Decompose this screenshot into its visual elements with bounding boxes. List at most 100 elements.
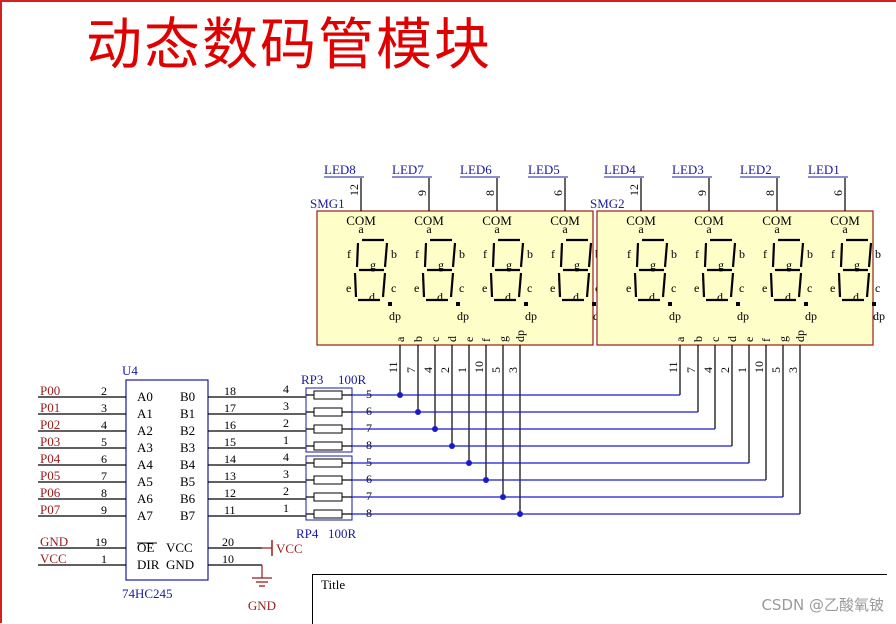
seg-label-a: a xyxy=(774,222,780,236)
led-net-label: LED6 xyxy=(460,162,492,177)
com-pin-number: 9 xyxy=(415,190,429,196)
com-pin-number: 12 xyxy=(627,184,641,196)
seg-label-c: c xyxy=(875,281,880,295)
seg-label-b: b xyxy=(739,247,745,261)
title-block: Title xyxy=(312,574,887,624)
seg-label-d: d xyxy=(369,290,375,304)
right-pin-name: B4 xyxy=(180,457,196,472)
ctrl-right-number: 10 xyxy=(222,552,234,566)
segment-c xyxy=(661,272,667,298)
segment-c xyxy=(381,272,387,298)
resistor-pack-1 xyxy=(305,387,353,453)
seg-label-e: e xyxy=(830,281,835,295)
seg-label-b: b xyxy=(459,247,465,261)
rp-right-pin: 7 xyxy=(366,421,372,435)
seg-label-f: f xyxy=(763,247,767,261)
segment-f xyxy=(355,242,360,268)
seg-label-g: g xyxy=(786,258,792,272)
left-net-label: P05 xyxy=(40,468,60,483)
seg-label-a: a xyxy=(494,222,500,236)
junction-dot xyxy=(466,460,472,466)
com-label: COM xyxy=(482,213,512,228)
left-pin-number: 6 xyxy=(101,452,107,466)
left-net-label: P01 xyxy=(40,400,60,415)
rp4-ref: RP4 xyxy=(296,526,319,541)
segment-pin-number: 4 xyxy=(701,367,715,373)
seg-label-dp: dp xyxy=(525,309,537,323)
seg-label-dp: dp xyxy=(737,309,749,323)
left-pin-number: 2 xyxy=(101,384,107,398)
seg-label-dp: dp xyxy=(873,309,885,323)
resistor-element xyxy=(313,407,343,417)
seg-label-e: e xyxy=(626,281,631,295)
segment-pin-number: 7 xyxy=(404,367,418,373)
segment-pin-name: dp xyxy=(513,330,527,342)
rp-left-pin: 3 xyxy=(283,467,289,481)
left-net-label: P02 xyxy=(40,417,60,432)
led-net-label: LED1 xyxy=(808,162,840,177)
segment-pin-number: 2 xyxy=(438,367,452,373)
segment-pin-number: 2 xyxy=(718,367,732,373)
seg-label-g: g xyxy=(650,258,656,272)
com-label: COM xyxy=(694,213,724,228)
display-module-2 xyxy=(596,210,874,346)
junction-dot xyxy=(432,426,438,432)
junction-dot xyxy=(397,392,403,398)
left-pin-number: 7 xyxy=(101,469,107,483)
segment-pin-name: f xyxy=(759,338,773,342)
segment-pin-name: a xyxy=(673,336,687,342)
rp4-value: 100R xyxy=(328,526,357,541)
left-pin-name: A6 xyxy=(137,491,153,506)
ctrl-right-name: VCC xyxy=(166,540,193,555)
rp-left-pin: 2 xyxy=(283,416,289,430)
segment-pin-name: b xyxy=(691,336,705,342)
rp-right-pin: 5 xyxy=(366,455,372,469)
segment-pin-number: 11 xyxy=(666,361,680,373)
seg-label-f: f xyxy=(831,247,835,261)
segment-pin-number: 5 xyxy=(769,367,783,373)
segment-pin-name: c xyxy=(428,337,442,342)
seg-label-e: e xyxy=(482,281,487,295)
right-pin-number: 17 xyxy=(224,401,236,415)
rp-left-pin: 2 xyxy=(283,484,289,498)
right-pin-name: B1 xyxy=(180,406,195,421)
page-title: 动态数码管模块 xyxy=(86,13,492,78)
segment-pin-name: e xyxy=(462,337,476,342)
gnd-net-label: GND xyxy=(248,598,276,613)
seg-label-d: d xyxy=(853,290,859,304)
seg-label-c: c xyxy=(807,281,812,295)
segment-b xyxy=(867,242,873,268)
segment-pin-number: 1 xyxy=(735,367,749,373)
segment-pin-name: b xyxy=(411,336,425,342)
ctrl-net-label: GND xyxy=(40,534,68,549)
seg-label-e: e xyxy=(414,281,419,295)
seg-label-b: b xyxy=(527,247,533,261)
dp-dot xyxy=(668,302,672,306)
segment-pin-number: 11 xyxy=(386,361,400,373)
seg-label-a: a xyxy=(562,222,568,236)
segment-c xyxy=(449,272,455,298)
segment-e xyxy=(421,272,426,298)
resistor-element xyxy=(313,492,343,502)
seg-label-f: f xyxy=(483,247,487,261)
segment-pin-name: e xyxy=(742,337,756,342)
seg-label-d: d xyxy=(573,290,579,304)
seg-label-dp: dp xyxy=(389,309,401,323)
resistor-element xyxy=(313,424,343,434)
segment-pin-number: 4 xyxy=(421,367,435,373)
rp-right-pin: 7 xyxy=(366,489,372,503)
segment-pin-name: g xyxy=(776,336,790,342)
segment-c xyxy=(797,272,803,298)
junction-dot xyxy=(500,494,506,500)
rp-left-pin: 4 xyxy=(283,450,289,464)
segment-pin-number: 3 xyxy=(786,367,800,373)
segment-pin-name: d xyxy=(725,336,739,342)
segment-pin-number: 7 xyxy=(684,367,698,373)
seg-label-g: g xyxy=(506,258,512,272)
seg-label-a: a xyxy=(426,222,432,236)
seg-label-a: a xyxy=(638,222,644,236)
seg-label-dp: dp xyxy=(805,309,817,323)
segment-pin-number: 10 xyxy=(472,361,486,373)
dp-dot xyxy=(456,302,460,306)
